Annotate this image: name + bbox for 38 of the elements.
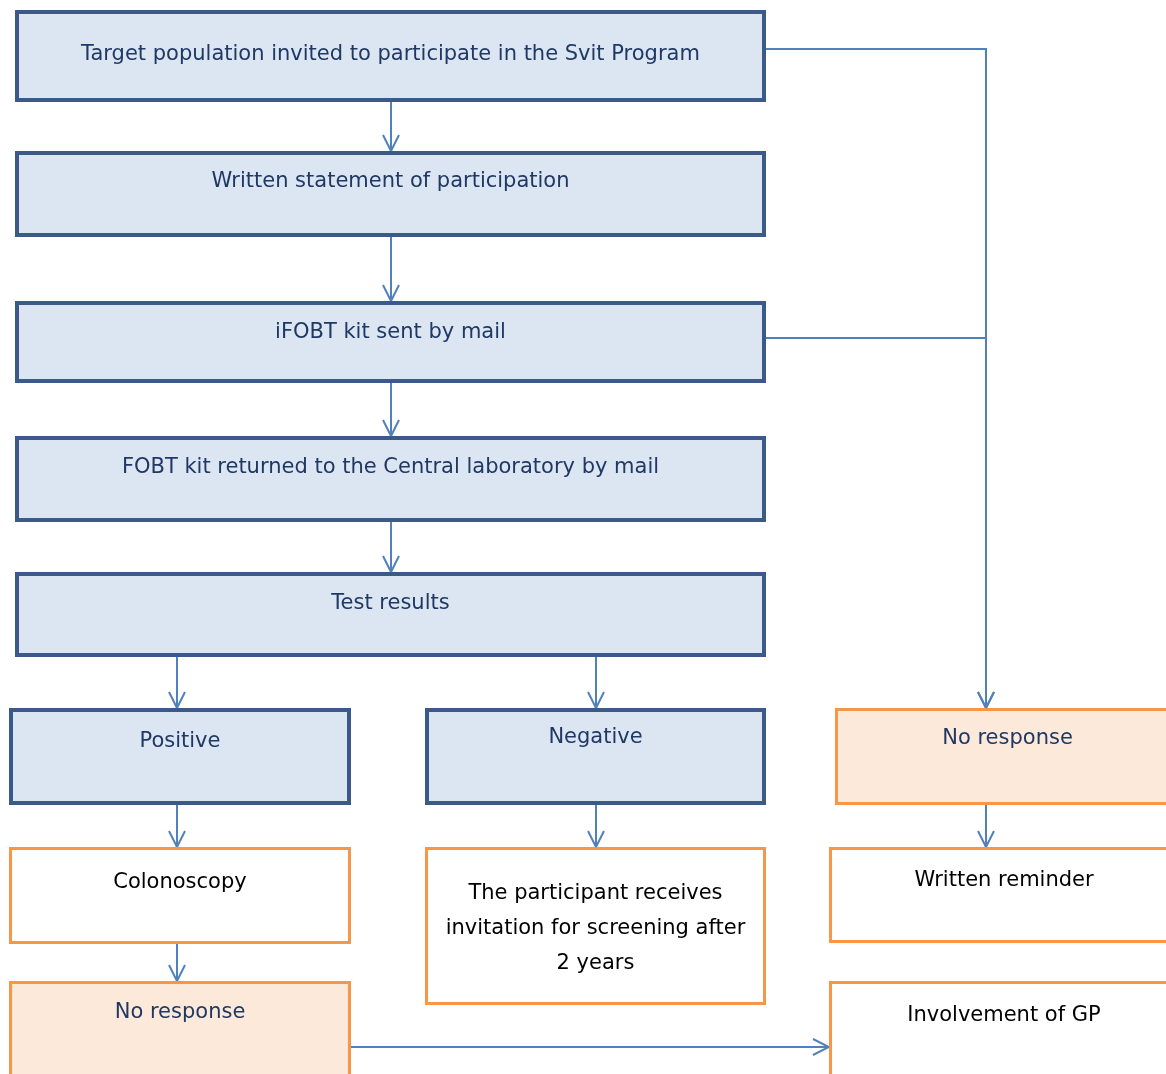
box-label: The participant receives invitation for screening after 2 years bbox=[444, 879, 747, 976]
arrow bbox=[168, 656, 186, 709]
process-box bbox=[15, 436, 766, 522]
arrow bbox=[168, 943, 186, 982]
outcome-box bbox=[829, 981, 1166, 1074]
process-box bbox=[425, 708, 766, 805]
process-box bbox=[15, 301, 766, 383]
outcome-box bbox=[829, 847, 1166, 943]
box-label: Target population invited to participate in the Svit Program bbox=[80, 41, 701, 65]
box-label: Involvement of GP bbox=[906, 1002, 1102, 1026]
box-label: FOBT kit returned to the Central laboratory by mail bbox=[120, 454, 661, 478]
outcome-box bbox=[425, 847, 766, 1005]
process-box bbox=[15, 151, 766, 237]
process-box bbox=[9, 708, 351, 805]
process-box bbox=[15, 10, 766, 102]
arrow bbox=[382, 101, 400, 152]
box-label: Negative bbox=[547, 724, 644, 748]
no-response-box bbox=[9, 981, 351, 1074]
box-label: Test results bbox=[330, 590, 451, 614]
arrow bbox=[168, 804, 186, 848]
arrow bbox=[977, 804, 995, 848]
process-box bbox=[15, 572, 766, 657]
box-label: iFOBT kit sent by mail bbox=[274, 319, 507, 343]
outcome-box bbox=[9, 847, 351, 944]
box-label: No response bbox=[113, 999, 247, 1023]
arrow bbox=[382, 382, 400, 437]
arrow bbox=[382, 236, 400, 302]
box-label: Positive bbox=[138, 728, 222, 752]
arrow bbox=[382, 521, 400, 573]
arrow bbox=[765, 337, 995, 709]
box-label: Colonoscopy bbox=[112, 869, 248, 893]
arrow bbox=[587, 804, 605, 848]
box-label: Written statement of participation bbox=[210, 168, 571, 192]
box-label: No response bbox=[941, 725, 1074, 749]
arrow bbox=[587, 656, 605, 709]
box-label: Written reminder bbox=[913, 867, 1095, 891]
no-response-box bbox=[835, 708, 1166, 805]
arrow bbox=[350, 1038, 830, 1056]
